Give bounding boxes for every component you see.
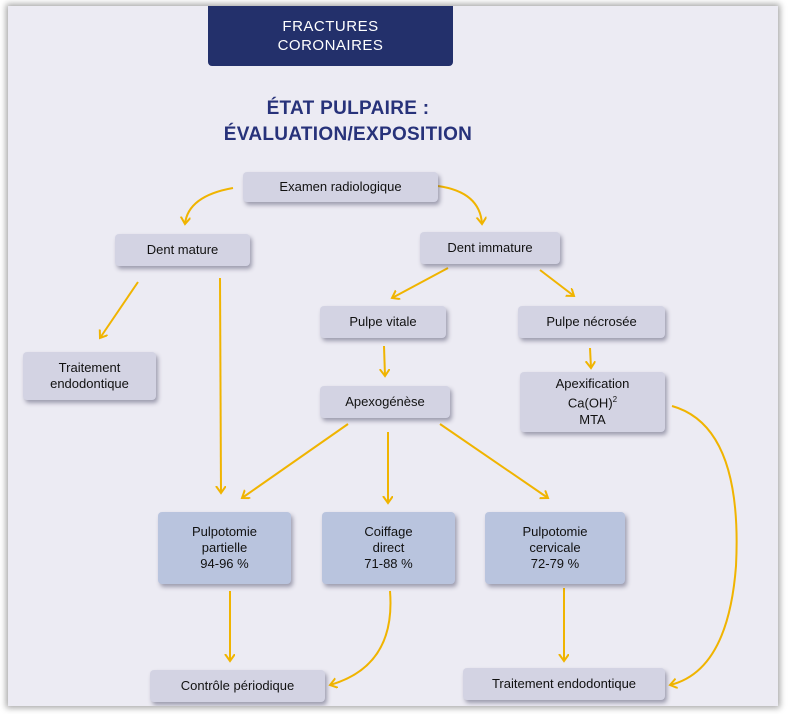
node-pulpotomie-cervicale-line-2: cervicale	[529, 540, 581, 555]
node-dent-immature-label: Dent immature	[447, 240, 533, 255]
node-apexification-line-1: Apexification	[555, 376, 630, 392]
node-apexification-line-3: MTA	[579, 411, 606, 427]
node-traitement-endodontique-1: Traitement endodontique	[23, 352, 156, 400]
node-pulpotomie-cervicale: Pulpotomie cervicale 72-79 %	[485, 512, 625, 584]
arrow-apexogenese-to-pulpotomie-partielle	[242, 423, 349, 498]
node-pulpotomie-cervicale-line-1: Pulpotomie	[522, 524, 588, 539]
node-examen-radiologique: Examen radiologique	[243, 172, 438, 202]
title-line-2: ÉVALUATION/EXPOSITION	[223, 124, 473, 145]
node-pulpe-necrosee: Pulpe nécrosée	[518, 306, 665, 338]
arrow-immature-to-necrosee	[539, 269, 574, 296]
node-pulpotomie-partielle-line-2: partielle	[201, 540, 248, 555]
node-dent-mature: Dent mature	[115, 234, 250, 266]
arrow-vitale-to-apexogenese	[384, 345, 385, 376]
node-apexogenese-label: Apexogénèse	[345, 394, 425, 409]
arrow-necrosee-to-apexification	[590, 347, 591, 368]
node-apexification-sup: 2	[612, 395, 618, 405]
node-coiffage-direct: Coiffage direct 71-88 %	[322, 512, 455, 584]
node-apexogenese: Apexogénèse	[320, 386, 450, 418]
node-dent-mature-label: Dent mature	[146, 242, 219, 257]
arrow-apexification-to-traitement	[670, 405, 738, 685]
node-apexification: Apexification Ca(OH)2 MTA	[520, 372, 665, 432]
arrow-mature-to-traitement	[100, 281, 139, 338]
node-controle-periodique: Contrôle périodique	[150, 670, 325, 702]
header-banner: FRACTURES CORONAIRES	[208, 6, 453, 66]
node-pulpe-necrosee-label: Pulpe nécrosée	[546, 314, 637, 329]
title-line-1: ÉTAT PULPAIRE :	[266, 98, 430, 119]
arrows-layer	[8, 185, 738, 706]
node-coiffage-direct-line-3: 71-88 %	[364, 556, 413, 571]
node-pulpotomie-cervicale-line-3: 72-79 %	[530, 556, 580, 571]
node-traitement-1-line-2: endodontique	[50, 376, 129, 391]
node-pulpotomie-partielle-line-3: 94-96 %	[200, 556, 249, 571]
node-pulpotomie-partielle-line-1: Pulpotomie	[191, 524, 258, 539]
node-coiffage-direct-line-1: Coiffage	[364, 524, 413, 539]
node-pulpotomie-partielle: Pulpotomie partielle 94-96 %	[158, 512, 291, 584]
node-pulpe-vitale-label: Pulpe vitale	[349, 314, 417, 329]
node-coiffage-direct-line-2: direct	[372, 540, 405, 555]
node-traitement-1-line-1: Traitement	[58, 360, 121, 375]
arrow-mature-to-pulpotomie-partielle	[220, 277, 221, 493]
node-controle-label: Contrôle périodique	[180, 678, 295, 693]
arrow-examen-to-mature	[185, 187, 234, 224]
flowchart-page: FRACTURES CORONAIRES ÉTAT PULPAIRE : ÉVA…	[8, 6, 778, 706]
arrow-apexogenese-to-pulpotomie-cervicale	[439, 423, 548, 498]
node-traitement-endodontique-2: Traitement endodontique	[463, 668, 665, 700]
node-apexification-line-2: Ca(OH)2	[568, 392, 617, 411]
arrow-coiffage-to-controle	[330, 590, 392, 685]
arrow-examen-to-immature	[437, 185, 482, 224]
node-traitement-2-label: Traitement endodontique	[491, 676, 637, 691]
node-examen-label: Examen radiologique	[279, 179, 402, 194]
header-line-2: CORONAIRES	[277, 37, 384, 54]
header-line-1: FRACTURES	[282, 18, 379, 35]
arrow-immature-to-vitale	[392, 267, 449, 298]
node-pulpe-vitale: Pulpe vitale	[320, 306, 446, 338]
node-apexification-formula: Ca(OH)	[567, 395, 613, 411]
node-dent-immature: Dent immature	[420, 232, 560, 264]
